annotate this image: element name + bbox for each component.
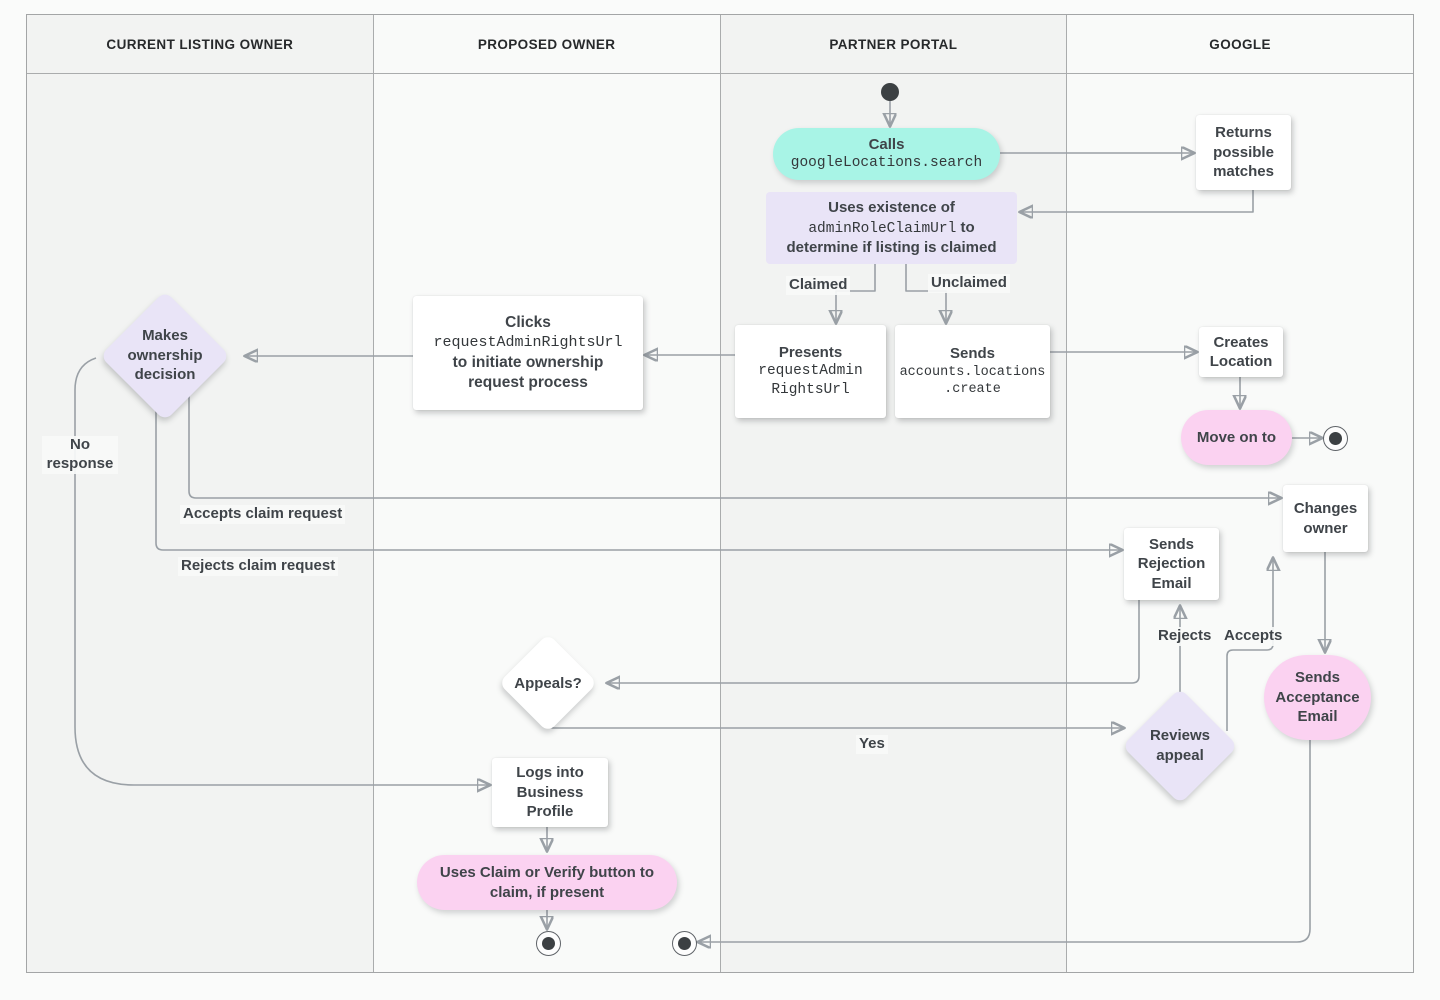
node-line: Reviews <box>1149 727 1211 744</box>
node-line: to initiate ownership <box>452 353 604 371</box>
node-line: Profile <box>526 803 574 821</box>
end-node-dot <box>542 937 555 950</box>
node-line: Clicks <box>505 314 551 332</box>
edge-label-yes: Yes <box>856 735 888 754</box>
end-node-claim-flow <box>536 931 561 956</box>
node-line: Sends <box>949 345 995 363</box>
end-node-dot <box>678 937 691 950</box>
node-line: Business <box>516 783 584 801</box>
node-line: Makes <box>142 327 188 344</box>
node-line: Logs into <box>516 764 584 782</box>
edge-label-claimed: Claimed <box>786 276 851 295</box>
node-uses-claim-or-verify-button: Uses Claim or Verify button to claim, if… <box>417 855 677 910</box>
node-line: owner <box>1303 519 1348 537</box>
node-line: appeal <box>1156 746 1204 764</box>
node-line: Location <box>1209 353 1273 370</box>
node-sends-rejection-email: Sends Rejection Email <box>1124 528 1219 600</box>
node-line: Sends <box>1148 535 1194 553</box>
node-line: decision <box>134 366 196 383</box>
node-line: request process <box>468 373 588 391</box>
node-line-code: googleLocations.search <box>790 155 983 172</box>
node-line-code: requestAdmin <box>758 363 863 380</box>
lane-header-google: GOOGLE <box>1067 15 1413 74</box>
edge-label-line: No <box>70 436 90 453</box>
node-line: Acceptance <box>1275 688 1360 706</box>
end-node-dot <box>1329 432 1342 445</box>
lane-header-partner-portal: PARTNER PORTAL <box>720 15 1067 74</box>
node-line-code: .create <box>944 382 1001 398</box>
node-sends-accounts-locations-create: Sends accounts.locations .create <box>895 325 1050 418</box>
node-line: claim, if present <box>489 883 605 901</box>
node-line-code: accounts.locations <box>899 364 1046 380</box>
node-line: Presents <box>778 343 843 361</box>
node-line: Returns <box>1215 124 1272 142</box>
end-node-acceptance-flow <box>672 931 697 956</box>
node-appeals-label: Appeals? <box>498 674 598 694</box>
node-bold-inline: to <box>960 218 975 236</box>
edge-label-unclaimed: Unclaimed <box>928 274 1010 293</box>
node-move-on-to: Move on to <box>1181 410 1292 465</box>
node-line: possible <box>1213 143 1274 161</box>
edge-label-accepts-claim-request: Accepts claim request <box>180 505 346 524</box>
node-line: Uses Claim or Verify button to <box>439 864 655 881</box>
lane-header-proposed-owner: PROPOSED OWNER <box>373 15 720 74</box>
node-line: Creates <box>1213 333 1269 351</box>
node-line: matches <box>1213 163 1274 181</box>
end-node-create-flow <box>1323 426 1348 451</box>
edge-label-rejects-claim-request: Rejects claim request <box>178 557 339 576</box>
node-line: Changes <box>1293 500 1358 517</box>
edge-label-rejects: Rejects <box>1155 627 1215 646</box>
node-line: Appeals? <box>514 675 582 692</box>
lane-header-current-listing-owner: CURRENT LISTING OWNER <box>27 15 373 74</box>
node-uses-existence-admin-role-claim-url: Uses existence of adminRoleClaimUrl to d… <box>766 192 1017 264</box>
node-presents-request-admin-rights-url: Presents requestAdmin RightsUrl <box>735 325 886 418</box>
node-line: Rejection <box>1137 555 1206 573</box>
node-calls-google-locations-search: Calls googleLocations.search <box>773 128 1000 180</box>
node-line-code: RightsUrl <box>771 382 850 399</box>
node-line: Move on to <box>1196 428 1277 446</box>
node-reviews-appeal-label: Reviews appeal <box>1130 726 1230 765</box>
node-line: Email <box>1151 574 1192 592</box>
node-line: Sends <box>1294 669 1340 687</box>
edge-label-accepts: Accepts <box>1221 627 1286 646</box>
node-line: determine if listing is claimed <box>786 239 997 257</box>
node-changes-owner: Changes owner <box>1283 485 1368 552</box>
node-line: ownership <box>127 346 203 364</box>
node-line-code: requestAdminRightsUrl <box>433 334 623 352</box>
node-line: Email <box>1297 708 1338 726</box>
node-line: Calls <box>868 135 905 153</box>
node-creates-location: Creates Location <box>1199 327 1283 377</box>
node-logs-into-business-profile: Logs into Business Profile <box>492 758 608 827</box>
node-makes-ownership-decision-label: Makes ownership decision <box>95 326 235 385</box>
node-returns-possible-matches: Returns possible matches <box>1196 115 1291 190</box>
node-line: Uses existence of <box>828 199 955 217</box>
edge-label-no-response: No response <box>42 436 118 474</box>
node-line-mixed: adminRoleClaimUrl to <box>808 218 974 239</box>
edge-label-line: response <box>46 454 114 472</box>
node-clicks-request-admin-rights-url: Clicks requestAdminRightsUrl to initiate… <box>413 296 643 410</box>
start-node <box>881 83 899 101</box>
node-code-inline: adminRoleClaimUrl <box>808 220 957 237</box>
node-sends-acceptance-email: Sends Acceptance Email <box>1264 655 1371 740</box>
